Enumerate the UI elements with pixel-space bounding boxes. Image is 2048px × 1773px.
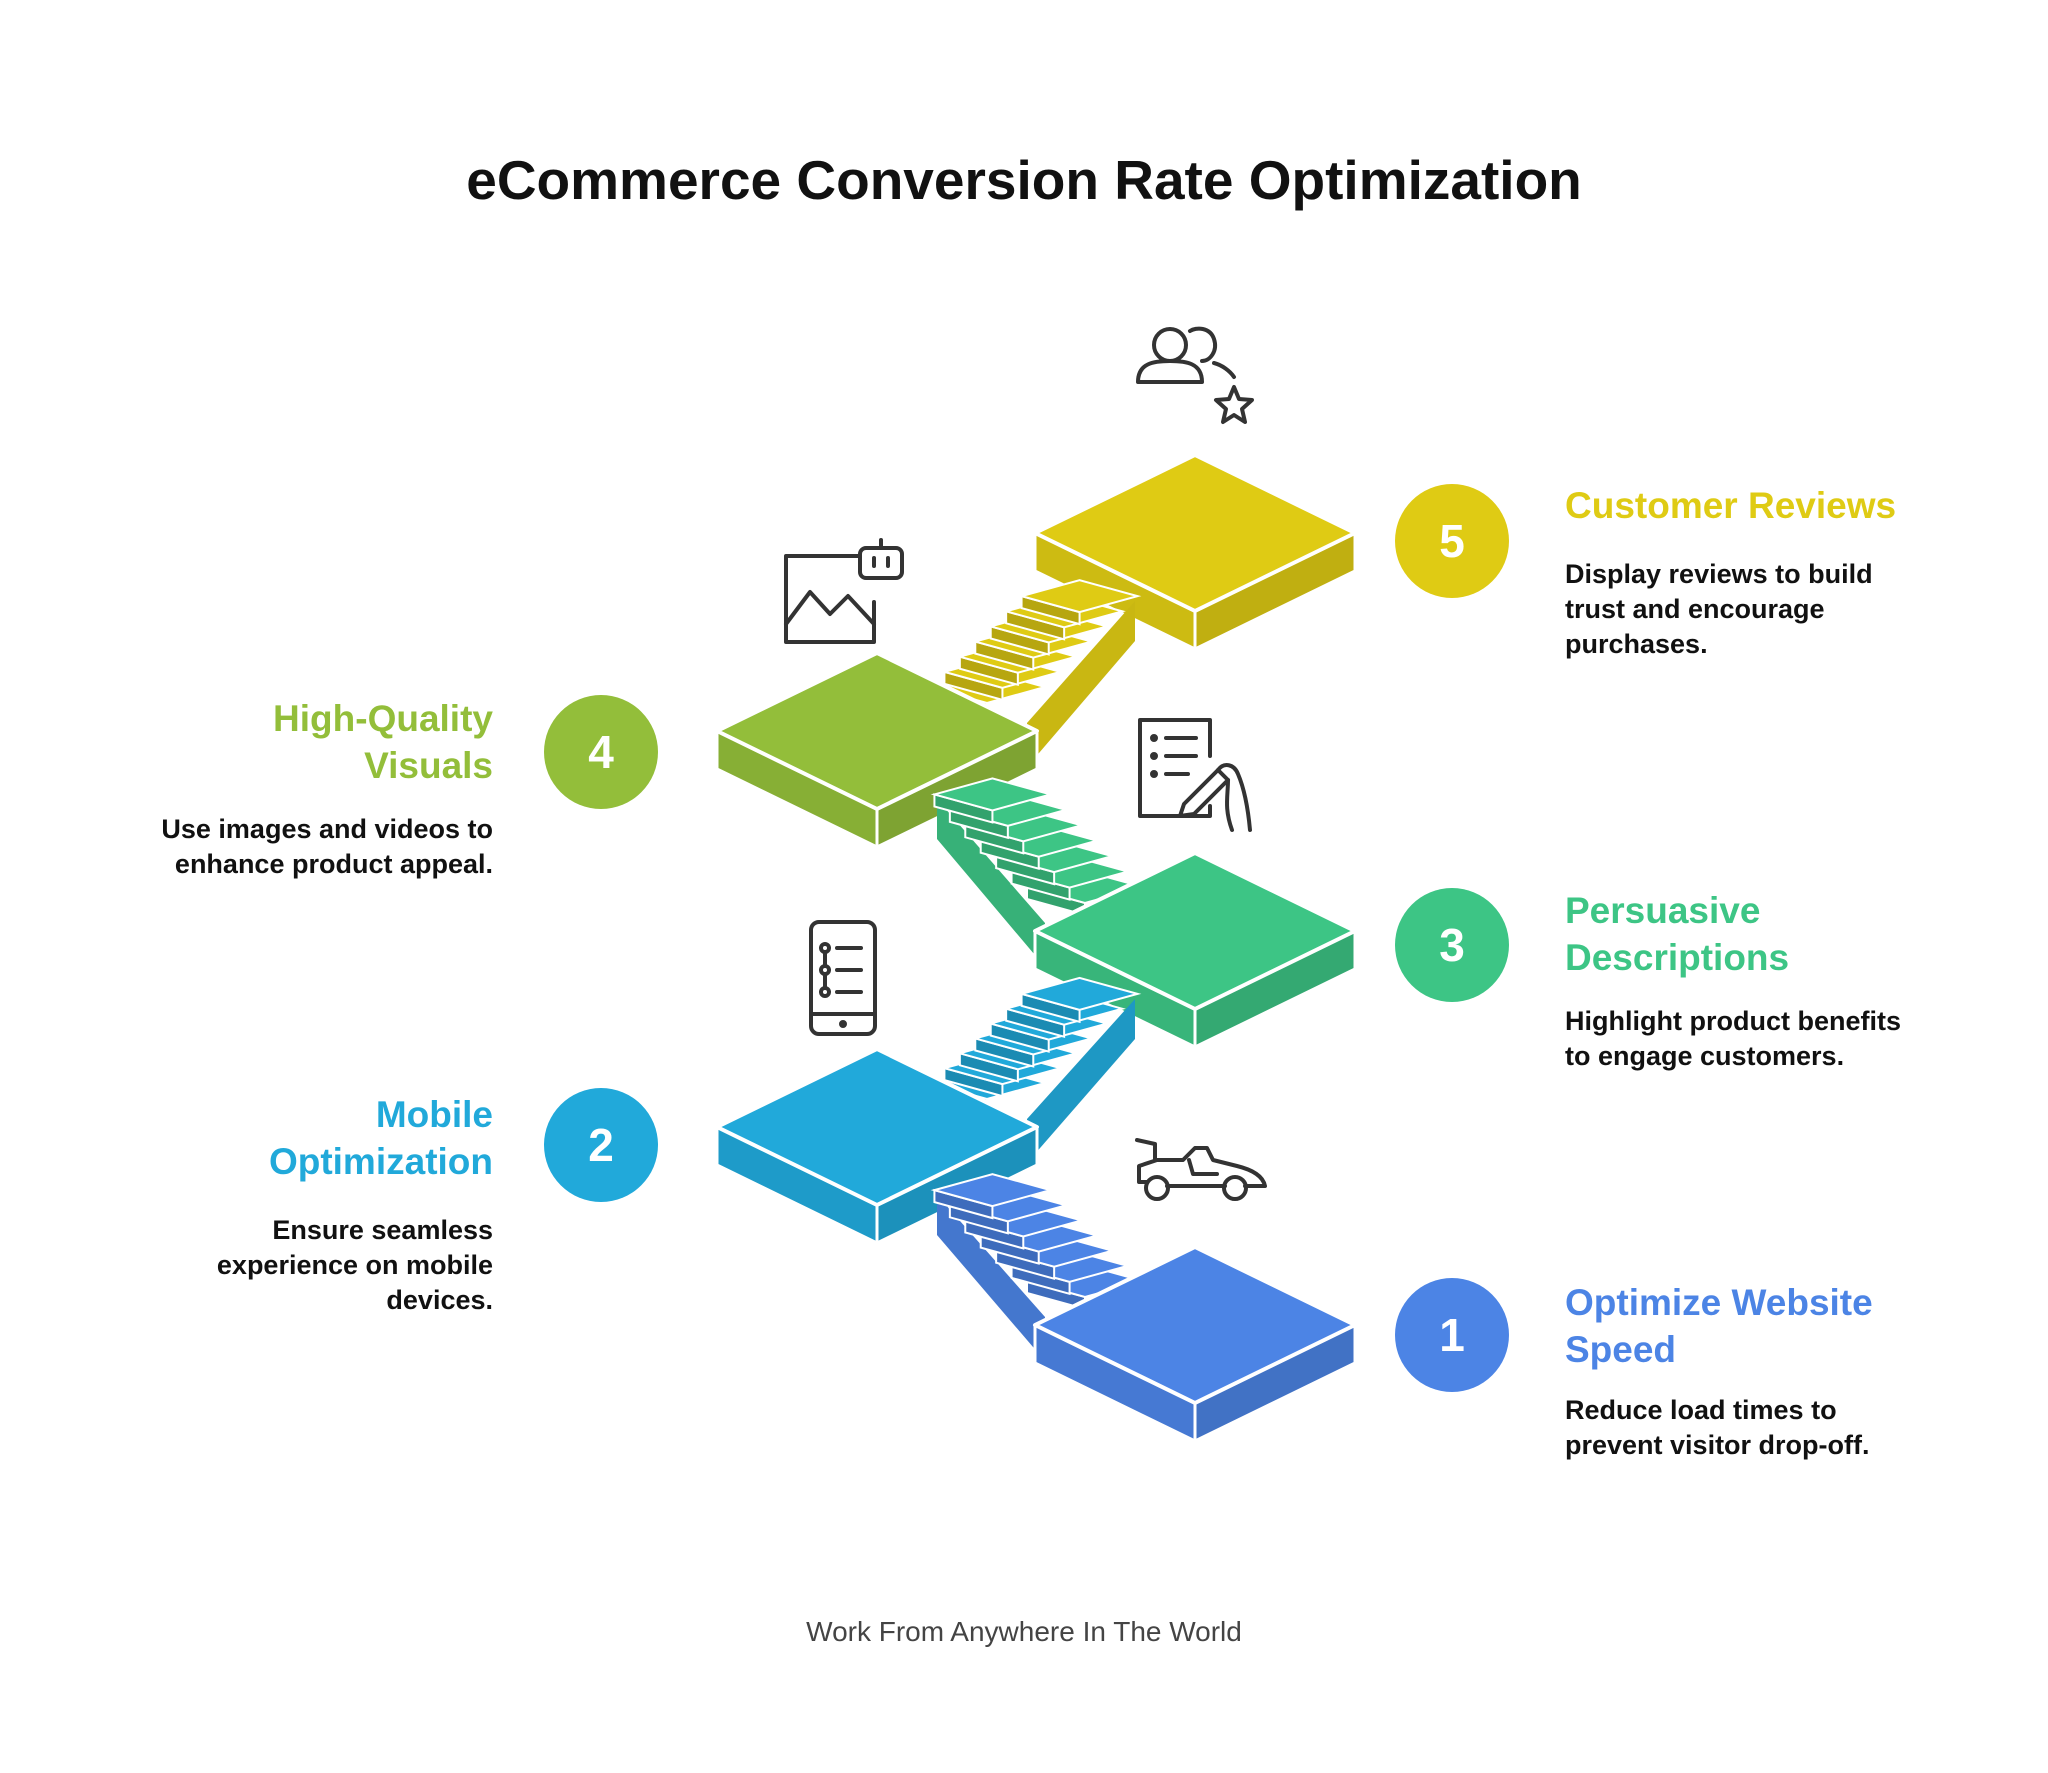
step-4-badge: 4 [544,695,658,809]
stair-stringer [1027,999,1135,1163]
users-star-icon [1130,315,1265,435]
step-2-title: Mobile Optimization [268,1094,493,1182]
step-2-badge: 2 [544,1088,658,1202]
stairs-4-to-5 [925,579,1142,767]
step-4-title: High-Quality Visuals [273,698,493,786]
step-3-badge: 3 [1395,888,1509,1002]
step-1-title: Optimize Website Speed [1565,1282,1873,1370]
step-4-description: Use images and videos to enhance product… [161,814,493,879]
race-car-icon [1133,1130,1273,1205]
mobile-checklist-icon [805,918,885,1038]
stairs-1-to-2 [930,1173,1147,1361]
platform-step-4 [715,651,1039,849]
page-title: eCommerce Conversion Rate Optimization [466,149,1582,211]
footer-text: Work From Anywhere In The World [806,1616,1242,1647]
step-5-title: Customer Reviews [1565,485,1897,526]
step-1-badge: 1 [1395,1278,1509,1392]
stair-stringer [937,1195,1045,1361]
stair-stringer [937,799,1045,967]
step-3-description: Highlight product benefits to engage cus… [1565,1006,1901,1071]
step-1-description: Reduce load times to prevent visitor dro… [1565,1395,1870,1460]
platform-top [1033,453,1357,613]
platform-step-1 [1033,1245,1357,1443]
platform-top [1033,851,1357,1011]
stair-tread [930,1173,1055,1208]
stair-tread [930,777,1055,812]
stair-tread [1017,976,1142,1011]
platform-top [715,651,1039,811]
writing-document-icon [1132,716,1267,836]
platform-step-5 [1033,453,1357,651]
step-2-description: Ensure seamless experience on mobile dev… [216,1215,493,1315]
platform-top [1033,1245,1357,1405]
stair-stringer [1027,601,1135,767]
stair-tread [1017,579,1142,614]
step-5-badge: 5 [1395,484,1509,598]
step-5-description: Display reviews to build trust and encou… [1565,559,1873,659]
step-3-title: Persuasive Descriptions [1565,890,1790,978]
image-bot-icon [780,530,910,645]
platform-top [715,1047,1039,1207]
